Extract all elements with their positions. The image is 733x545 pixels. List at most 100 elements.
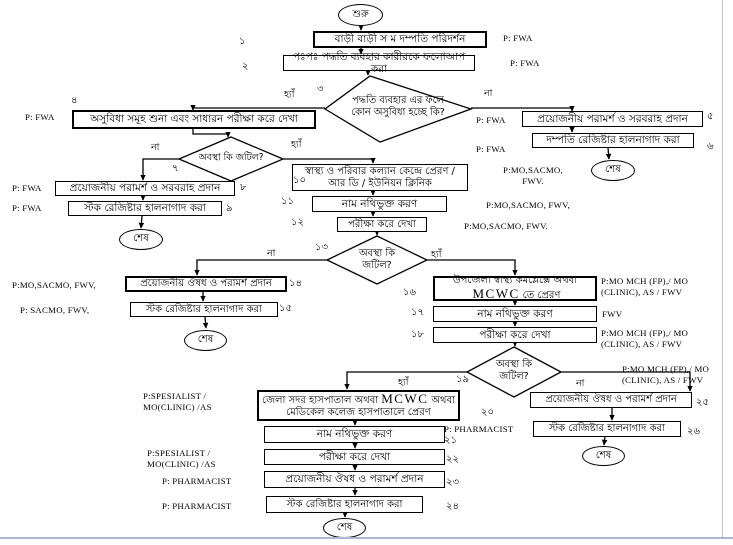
step-10-box: স্বাস্থ্য ও পরিবার কল্যান কেন্দ্রে প্রের…	[292, 164, 468, 191]
step-18-performer: P:MO MCH (FP),/ MO (CLINIC), AS / FWV	[601, 328, 689, 350]
end-terminal-right2: শেষ	[582, 446, 625, 466]
decision-13-label: অবস্থা কি জটিল?	[358, 248, 396, 272]
step-2-number: ২	[242, 61, 249, 72]
step-22-performer: P:SPESIALIST / MO(CLINIC) /AS	[147, 448, 216, 470]
step-20-performer: P:SPESIALIST / MO(CLINIC) /AS	[143, 391, 212, 413]
step-17-number: ১৭	[411, 307, 424, 318]
step-25-box: প্রয়োজনীয় ঔষধ ও পরামর্শ প্রদান	[530, 392, 692, 408]
step-5-box: প্রয়োজনীয় পরামর্শ ও সরবরাহ প্রদান	[522, 111, 703, 127]
step-16-line1: উপজেলা স্বাস্থ্য কমপ্লেক্সে অথবা	[452, 275, 578, 287]
step-23-number: ২৩	[446, 477, 460, 488]
decision-3-yes-label: হ্যাঁ	[284, 89, 295, 100]
step-6-performer: P: FWA	[476, 144, 506, 154]
step-15-number: ১৫	[279, 303, 292, 314]
step-21-number: ২১	[444, 435, 457, 446]
decision-19-yes-label: হ্যাঁ	[398, 377, 409, 388]
step-24-number: ২৪	[446, 501, 459, 512]
step-24-box: স্টক রেজিষ্টার হালনাগাদ করা	[266, 496, 423, 513]
step-15-performer: P: SACMO, FWV,	[20, 305, 90, 315]
step-1-performer: P: FWA	[503, 33, 533, 43]
end-terminal-mid: শেষ	[184, 330, 227, 351]
step-16-number: ১৬	[403, 287, 416, 298]
step-12-performer: P:MO,SACMO, FWV.	[464, 221, 549, 231]
step-16-line2: তে প্রেরণ	[522, 289, 561, 301]
step-13-number: ১৩	[315, 242, 328, 253]
step-25-number: ২৫	[696, 397, 709, 408]
step-4-box: অসুবিধা সমূহ শুনা এবং সাধারন পরীক্ষা করে…	[72, 110, 316, 129]
page-border-bottom	[0, 537, 733, 539]
step-12-number: ১২	[291, 217, 304, 228]
step-20-line1b: অথবা	[431, 395, 455, 407]
page-border-right	[722, 0, 723, 538]
step-6-box: দম্পতি রেজিষ্টার হালনাগাদ করা	[532, 133, 694, 148]
step-21-performer: P: PHARMACIST	[444, 424, 514, 434]
step-14-performer: P:MO,SACMO, FWV,	[12, 280, 97, 290]
step-11-performer: P:MO,SACMO, FWV,	[486, 200, 571, 210]
step-4-number: ৪	[71, 95, 78, 106]
step-1-box: বাড়ী বাড়ী স ম দম্পতি পরিদর্শন	[313, 31, 487, 48]
step-5-number: ৫	[707, 111, 714, 122]
step-11-number: ১১	[281, 196, 294, 207]
step-7-number: ৭	[172, 163, 179, 174]
step-16-performer: P:MO MCH (FP),/ MO (CLINIC), AS / FWV	[601, 276, 689, 298]
step-10-number: ১০	[293, 175, 306, 186]
decision-3-label: পদ্ধতি ব্যবহার এর ফলে কোন অসুবিধা হচ্ছে …	[351, 95, 445, 119]
end-terminal-right: শেষ	[591, 160, 635, 181]
step-18-number: ১৮	[411, 329, 424, 340]
step-24-performer: P: PHARMACIST	[162, 501, 232, 511]
step-8-performer: P: FWA	[12, 183, 42, 193]
decision-13-diamond	[325, 235, 429, 285]
step-20-line2: মেডিকেল কলেজ হাসপাতালে প্রেরণ	[286, 407, 431, 419]
step-3-number: ৩	[317, 84, 324, 95]
step-20-line1a: জেলা সদর হাসপাতাল অথবা	[262, 395, 379, 407]
decision-13-no-label: না	[267, 248, 276, 259]
decision-7-yes-label: হ্যাঁ	[291, 139, 302, 150]
step-26-number: ২৬	[687, 426, 701, 437]
step-18-box: পরীক্ষা করে দেখা	[433, 327, 597, 343]
step-20-number: ২০	[481, 407, 495, 418]
end-terminal-left: শেষ	[119, 229, 163, 250]
step-9-number: ৯	[226, 203, 233, 214]
step-26-box: স্টক রেজিষ্টার হালনাগাদ করা	[533, 421, 681, 437]
step-22-number: ২২	[446, 454, 460, 465]
step-12-box: পরীক্ষা করে দেখা	[337, 217, 427, 232]
step-8-number: ৮	[240, 182, 247, 193]
step-9-box: স্টক রেজিষ্টার হালনাগাদ করা	[68, 201, 222, 216]
step-14-number: ১৪	[289, 278, 302, 289]
step-25-performer: P:MO MCH (FP),/ MO (CLINIC), AS / FWV	[622, 364, 710, 386]
step-17-performer: FWV	[602, 309, 623, 319]
step-2-performer: P: FWA	[510, 58, 540, 68]
decision-19-label: অবস্থা কি জটিল?	[495, 359, 533, 383]
step-4-performer: P: FWA	[25, 112, 55, 122]
step-5-performer: P: FWA	[476, 115, 506, 125]
step-14-box: প্রয়োজনীয় ঔষধ ও পরামর্শ প্রদান	[125, 276, 287, 292]
step-21-box: নাম নথিভুক্ত করণ	[264, 426, 445, 443]
step-22-box: পরীক্ষা করে দেখা	[264, 449, 445, 465]
step-2-box: পঃপঃ পদ্ধতি ব্যবহার কারীরকে ফলোআপ করা	[283, 51, 475, 75]
step-1-number: ১	[239, 36, 246, 47]
decision-19-diamond	[465, 346, 563, 398]
decision-3-no-label: না	[484, 88, 493, 99]
decision-7-label: অবস্থা কি জটিল?	[198, 152, 264, 163]
decision-3-diamond	[323, 75, 473, 143]
step-23-box: প্রয়োজনীয় ঔষধ ও পরামর্শ প্রদান	[264, 471, 445, 488]
step-15-box: স্টক রেজিষ্টার হালনাগাদ করা	[130, 302, 278, 317]
step-10-performer: P:MO,SACMO, FWV.	[503, 165, 563, 187]
start-terminal: শুরু	[338, 4, 383, 26]
decision-7-no-label: না	[151, 142, 160, 153]
step-16-mcwc: MCWC	[472, 285, 520, 301]
decision-13-yes-label: হ্যাঁ	[431, 249, 442, 260]
step-23-performer: P: PHARMACIST	[162, 476, 232, 486]
step-8-box: প্রয়োজনীয় পরামর্শ ও সরবরাহ প্রদান	[55, 181, 235, 196]
end-terminal-bottom: শেষ	[323, 518, 366, 538]
step-6-number: ৬	[707, 141, 714, 152]
step-11-box: নাম নথিভুক্ত করণ	[312, 196, 447, 212]
step-20-mcwc: MCWC	[381, 391, 429, 407]
step-9-performer: P: FWA	[12, 203, 42, 213]
decision-19-no-label: না	[576, 378, 585, 389]
step-19-number: ১৯	[456, 374, 469, 385]
